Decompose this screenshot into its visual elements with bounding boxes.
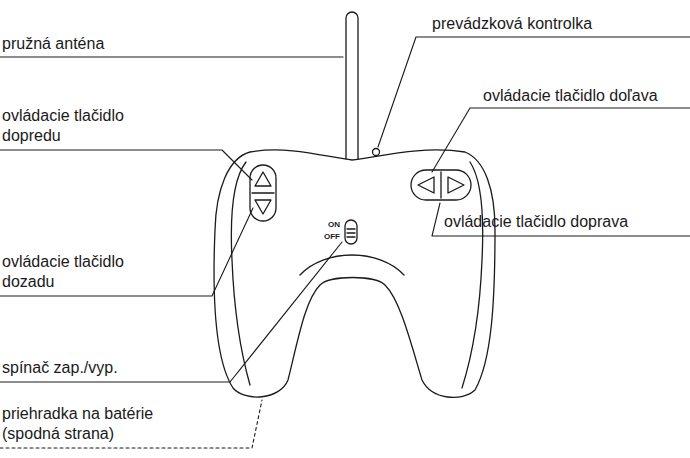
- grip-contour: [231, 162, 250, 385]
- part-label: ovládacie tlačidlo doľava: [483, 86, 658, 106]
- status-led: [373, 149, 380, 156]
- part-label: ovládacie tlačidlo dopredu: [2, 106, 177, 146]
- forward-back-pill: [250, 165, 276, 221]
- leader-line: [0, 150, 252, 180]
- part-label: pružná anténa: [2, 34, 104, 54]
- switch-grip: [347, 232, 355, 233]
- left-button: [418, 177, 434, 193]
- switch-grip: [347, 236, 355, 237]
- part-label: ovládacie tlačidlo dozadu: [2, 252, 177, 292]
- forward-button: [255, 172, 271, 186]
- part-label: spínač zap./vyp.: [2, 358, 118, 378]
- pill-divider: [440, 172, 441, 198]
- switch-grip: [347, 228, 355, 229]
- part-label: prevádzková kontrolka: [432, 14, 592, 34]
- grip-contour: [300, 255, 404, 275]
- leader-line-dashed: [0, 400, 262, 448]
- back-button: [255, 200, 271, 214]
- power-switch: [345, 220, 357, 244]
- leader-line: [432, 203, 690, 236]
- left-right-pill: [411, 170, 471, 200]
- part-label: priehradka na batérie (spodná strana): [2, 404, 202, 444]
- pill-divider: [252, 192, 274, 193]
- leader-line: [0, 208, 253, 296]
- leader-line: [0, 242, 342, 382]
- right-button: [448, 177, 464, 193]
- switch-marking: OFF: [324, 232, 340, 241]
- leader-line: [432, 108, 690, 172]
- switch-marking: ON: [328, 220, 340, 229]
- part-label: ovládacie tlačidlo doprava: [444, 212, 628, 232]
- leader-line: [378, 37, 690, 147]
- leader-line: [0, 56, 343, 57]
- housing: [214, 150, 495, 397]
